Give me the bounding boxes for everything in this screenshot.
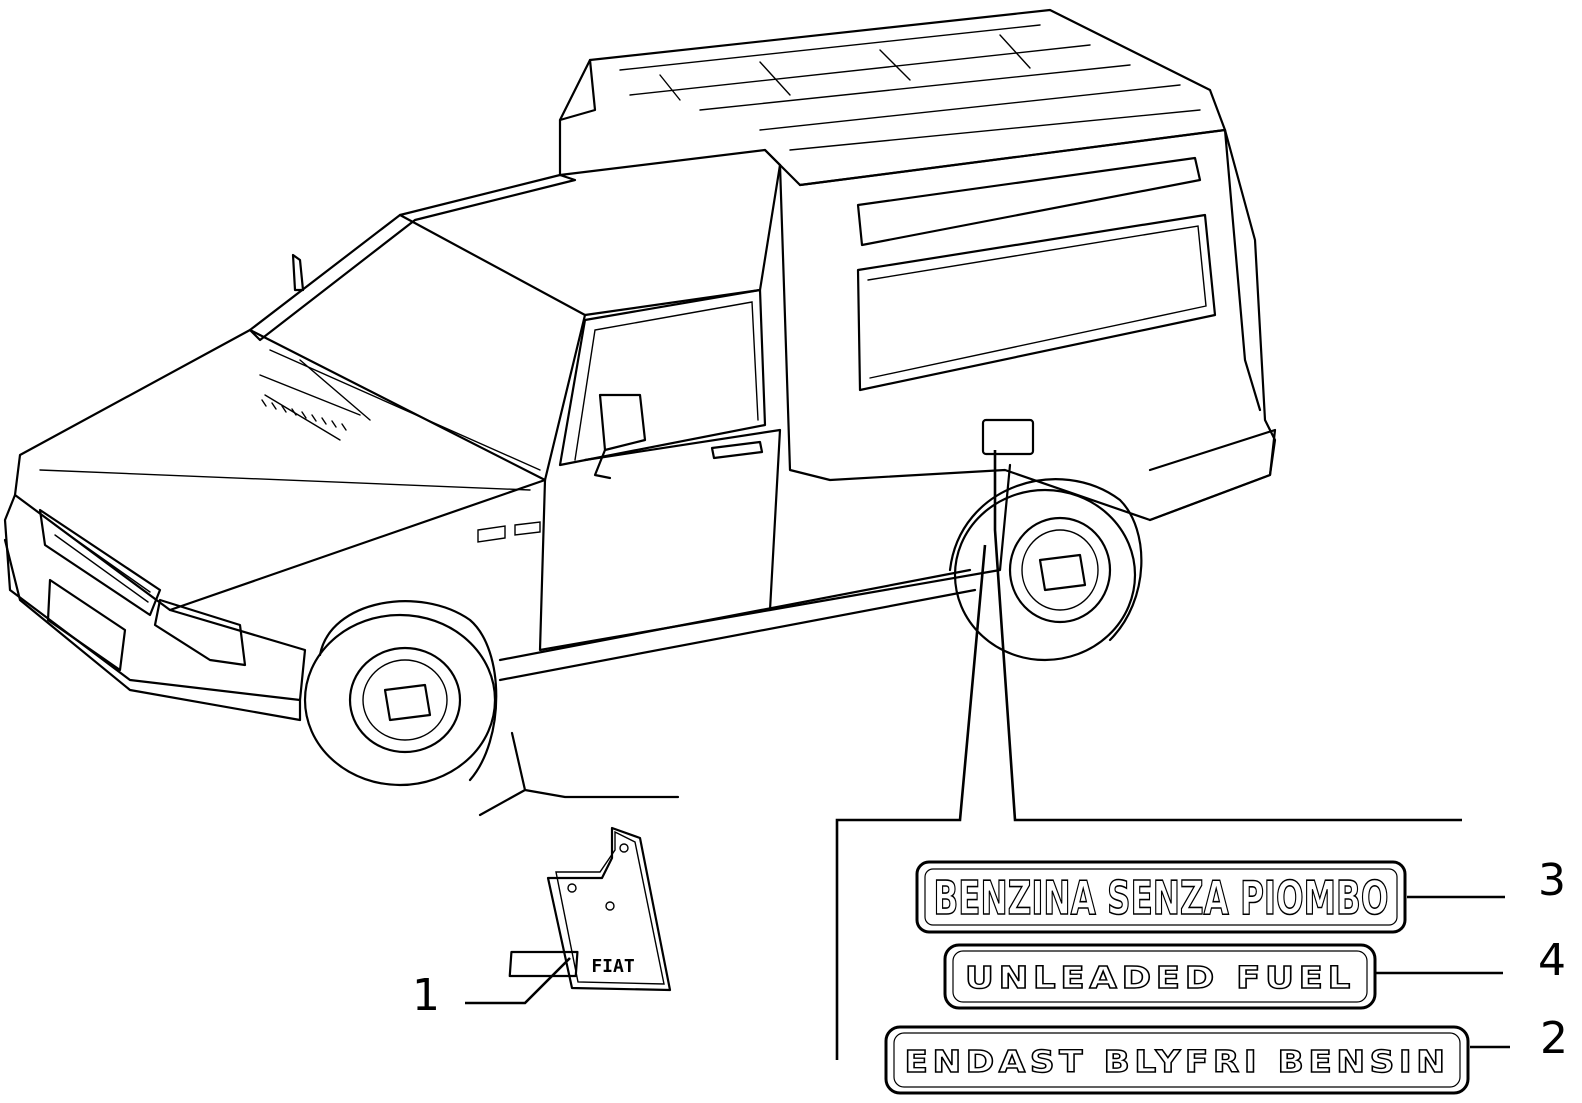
leader-lines: [465, 450, 1510, 1060]
callout-2: 2: [1540, 1013, 1568, 1064]
decal-english: UNLEADED FUEL: [943, 943, 1377, 1010]
decal-english-text: UNLEADED FUEL: [965, 961, 1355, 996]
decal-italian-text: BENZINA SENZA PIOMBO: [934, 871, 1389, 925]
mud-flap: FIAT: [478, 731, 680, 992]
fuel-filler-door: [981, 418, 1035, 456]
callout-1: 1: [412, 970, 440, 1021]
callout-4: 4: [1538, 935, 1566, 986]
decal-italian: BENZINA SENZA PIOMBO: [915, 860, 1407, 934]
mudflap-logo: FIAT: [591, 956, 635, 977]
front-wheel: [303, 600, 498, 787]
callout-3: 3: [1538, 855, 1566, 906]
van-illustration: [3, 8, 1277, 787]
decal-scandinavian-text: ENDAST BLYFRI BENSIN: [905, 1045, 1450, 1080]
decal-scandinavian: ENDAST BLYFRI BENSIN: [884, 1025, 1470, 1095]
rear-wheel: [948, 478, 1143, 662]
